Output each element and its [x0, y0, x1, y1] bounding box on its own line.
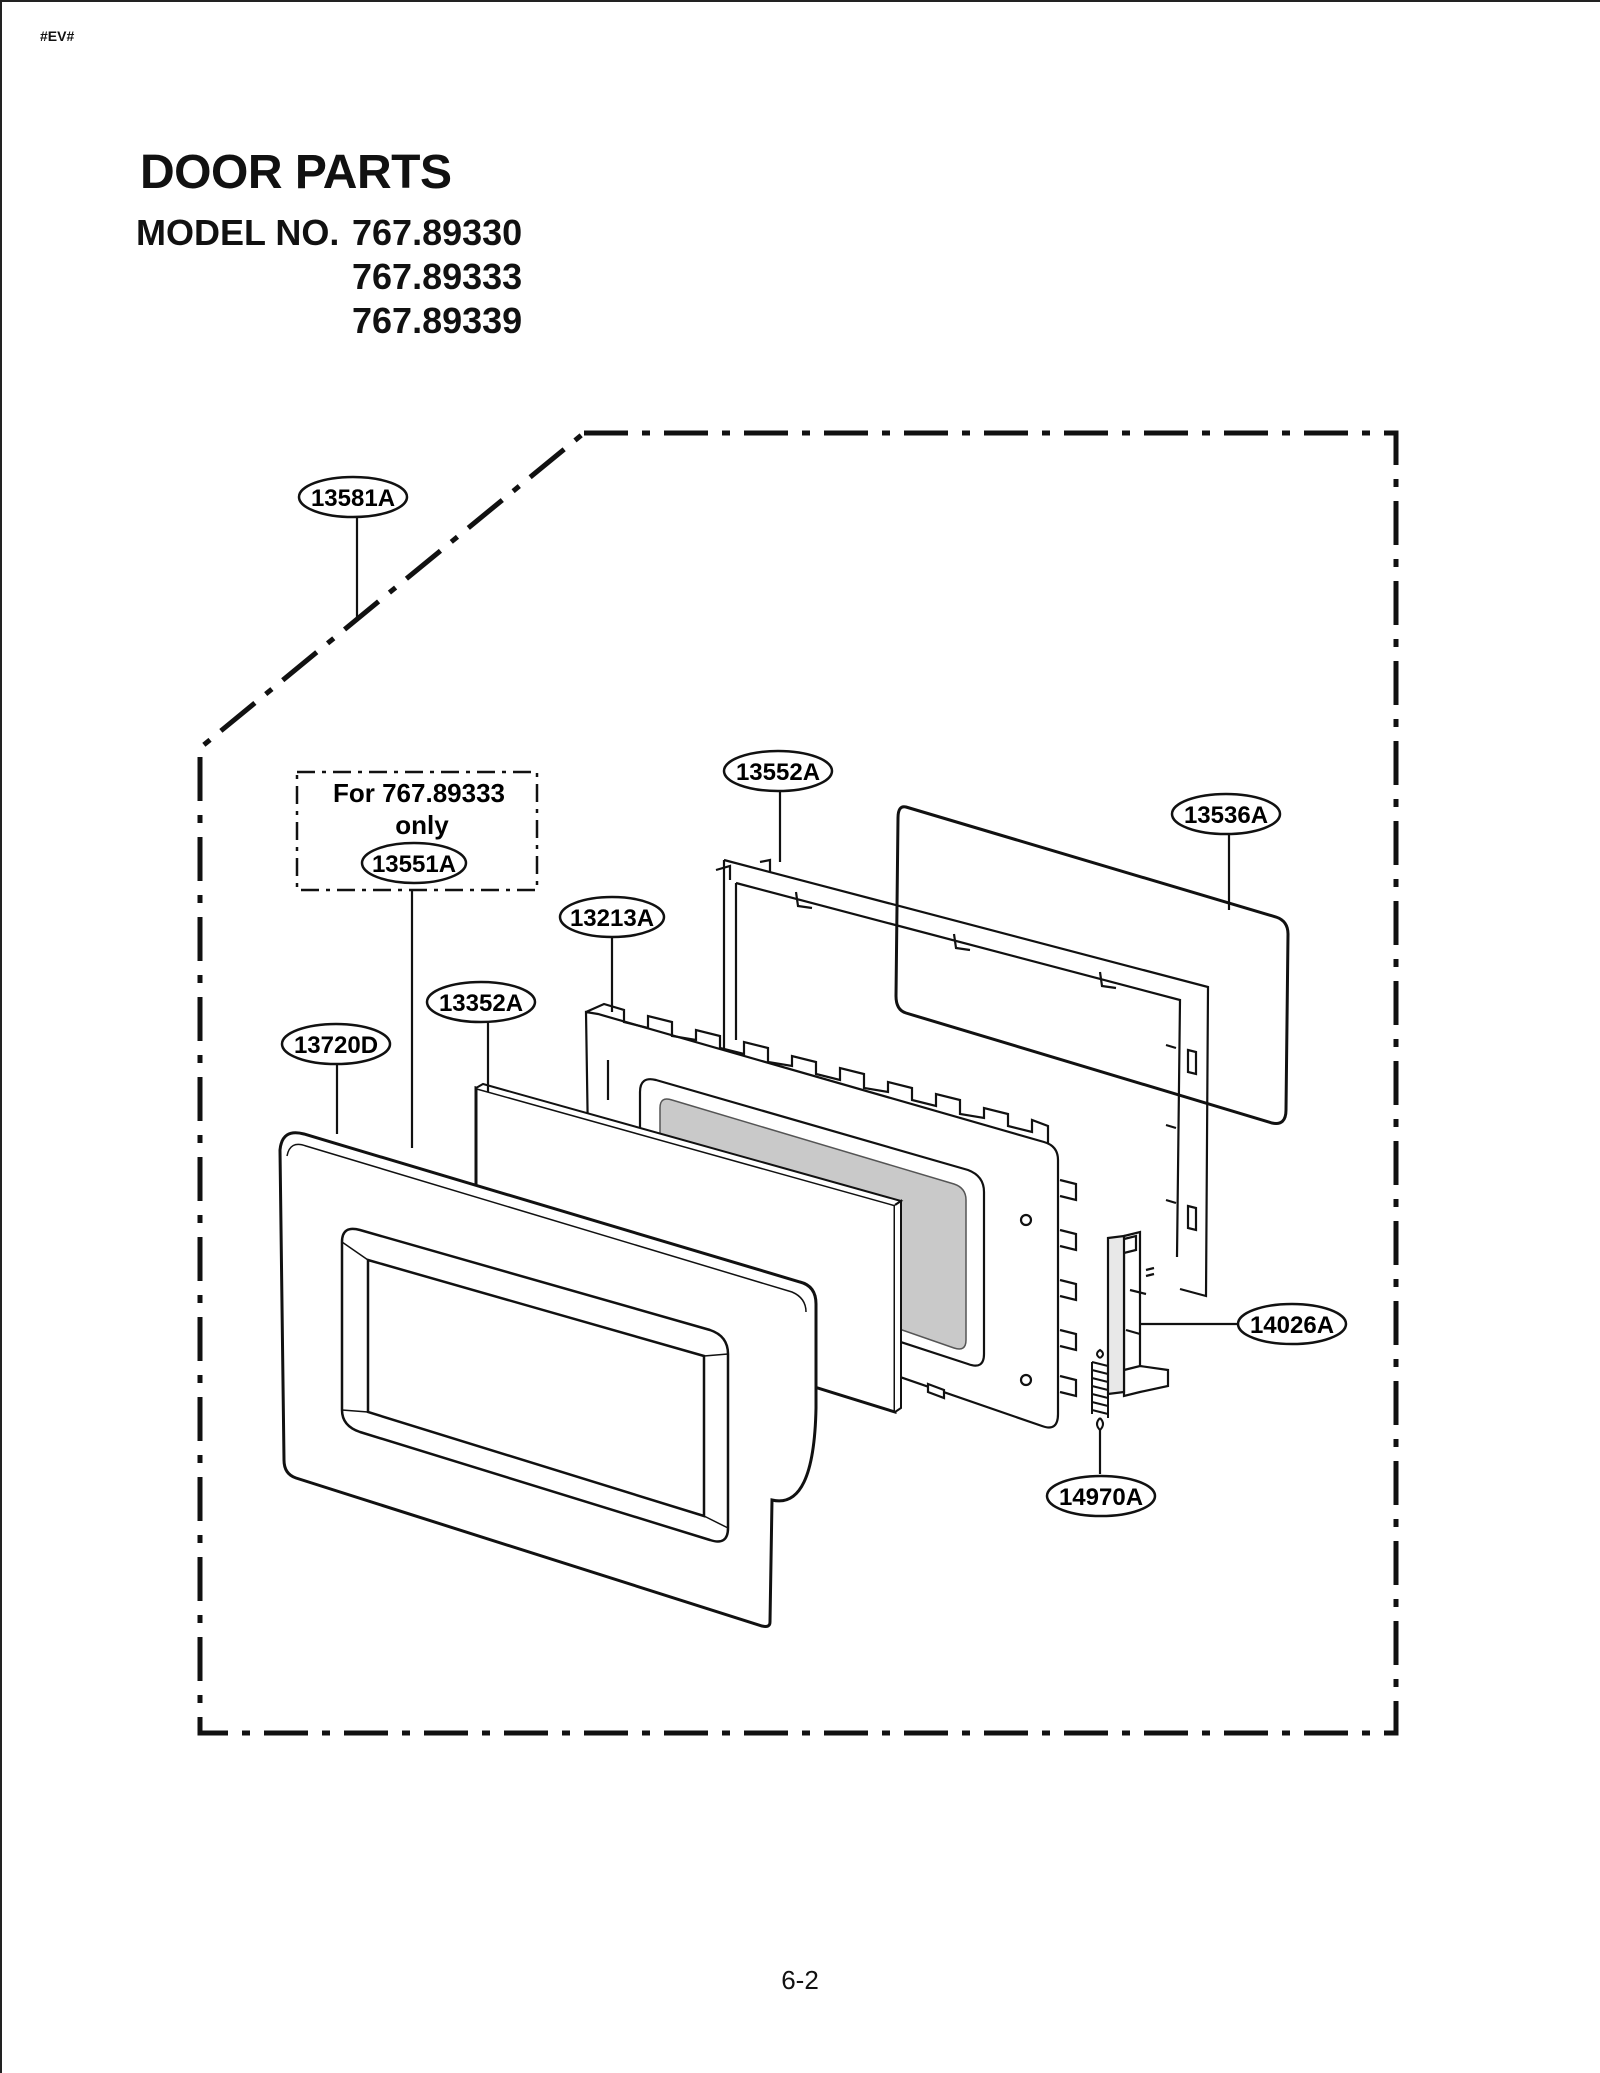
part-14026a-latch: [1106, 1230, 1170, 1398]
svg-text:13552A: 13552A: [736, 759, 820, 786]
callout-14970a: 14970A: [1045, 1474, 1157, 1518]
part-14970a-spring: [1091, 1348, 1109, 1432]
model-number-3: 767.89339: [352, 300, 523, 341]
note-box: [295, 770, 539, 892]
svg-text:13536A: 13536A: [1184, 802, 1268, 829]
page-number: 6-2: [781, 1965, 819, 1995]
svg-text:13352A: 13352A: [439, 990, 523, 1017]
model-number-2: 767.89333: [352, 256, 523, 297]
callout-13581a: 13581A: [297, 475, 409, 519]
callout-13551a: 13551A: [360, 841, 468, 885]
model-label: MODEL NO.: [136, 212, 340, 253]
svg-text:13720D: 13720D: [294, 1032, 378, 1059]
page-title: DOOR PARTS: [140, 146, 452, 199]
part-13552a-frame: [715, 858, 1210, 1298]
svg-text:14970A: 14970A: [1059, 1484, 1143, 1511]
callout-13536a: 13536A: [1170, 792, 1282, 836]
part-13720d-door-frame: [278, 1131, 818, 1628]
callout-13213a: 13213A: [558, 895, 666, 939]
part-13536a-panel: [894, 805, 1290, 1125]
svg-text:13213A: 13213A: [570, 905, 654, 932]
model-number-1: 767.89330: [352, 212, 523, 253]
svg-text:13551A: 13551A: [372, 851, 456, 878]
svg-text:14026A: 14026A: [1250, 1312, 1334, 1339]
callout-13552a: 13552A: [722, 749, 834, 793]
svg-text:13581A: 13581A: [311, 485, 395, 512]
diagram-boundary: [197, 430, 1399, 1736]
note-line-2: only: [395, 810, 449, 840]
leader-lines: [335, 514, 1237, 1474]
callout-13720d: 13720D: [280, 1022, 392, 1066]
callout-14026a: 14026A: [1236, 1302, 1348, 1346]
note-line-1: For 767.89333: [333, 778, 505, 808]
callout-13352a: 13352A: [425, 980, 537, 1024]
header-tag: #EV#: [40, 28, 75, 44]
